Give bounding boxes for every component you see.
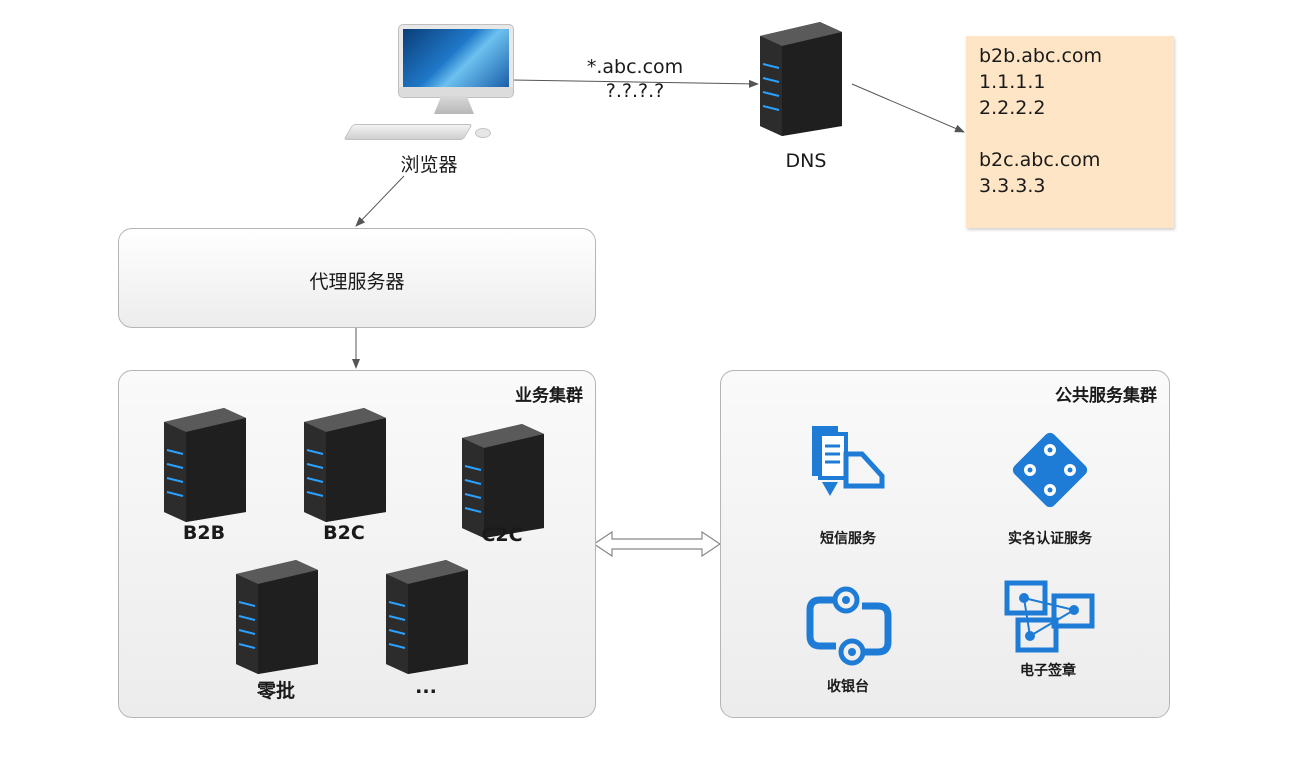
cashier-icon — [806, 586, 892, 666]
cluster-link-double-arrow — [592, 530, 722, 558]
browser-to-proxy-arrow — [355, 175, 405, 227]
proxy-label: 代理服务器 — [309, 271, 405, 293]
dns-server-icon — [760, 22, 842, 136]
dns-record-line: 2.2.2.2 — [979, 97, 1046, 119]
request-ip-label: ?.?.?.? — [605, 80, 665, 102]
identity-verification-label: 实名认证服务 — [1008, 531, 1092, 547]
proxy-server-box: 代理服务器 — [118, 228, 596, 328]
sms-service-label: 短信服务 — [820, 531, 876, 547]
business-server-label: ... — [415, 676, 437, 698]
public-service-cluster: 公共服务集群 — [720, 370, 1170, 718]
e-signature-icon — [1004, 580, 1095, 653]
public-cluster-title: 公共服务集群 — [1055, 386, 1157, 406]
identity-verification-icon — [1012, 432, 1088, 508]
dns-record-line: 3.3.3.3 — [979, 175, 1046, 197]
business-server-label: C2C — [481, 524, 523, 546]
dns-record-line: 1.1.1.1 — [979, 71, 1046, 93]
cashier-label: 收银台 — [827, 679, 869, 695]
business-server-label: B2C — [323, 522, 365, 544]
dns-to-records-arrow — [851, 83, 965, 133]
business-server-icon — [236, 560, 318, 674]
browser-to-dns-arrow — [511, 79, 759, 88]
business-server-icon — [164, 408, 246, 522]
business-server-label: 零批 — [256, 680, 295, 702]
business-server-icon — [386, 560, 468, 674]
e-signature-label: 电子签章 — [1020, 663, 1076, 679]
business-server-label: B2B — [182, 522, 226, 544]
request-host-label: *.abc.com — [586, 56, 684, 78]
dns-label: DNS — [785, 150, 827, 172]
dns-records-note: b2b.abc.com 1.1.1.1 2.2.2.2 b2c.abc.com … — [966, 36, 1174, 228]
dns-record-line — [966, 121, 1174, 147]
sms-service-icon — [812, 426, 885, 496]
dns-record-line: b2b.abc.com — [979, 45, 1103, 67]
business-server-icon — [304, 408, 386, 522]
business-server-icon — [462, 424, 544, 538]
dns-record-line: b2c.abc.com — [979, 149, 1101, 171]
browser-label: 浏览器 — [400, 154, 458, 176]
business-cluster-title: 业务集群 — [515, 386, 583, 406]
